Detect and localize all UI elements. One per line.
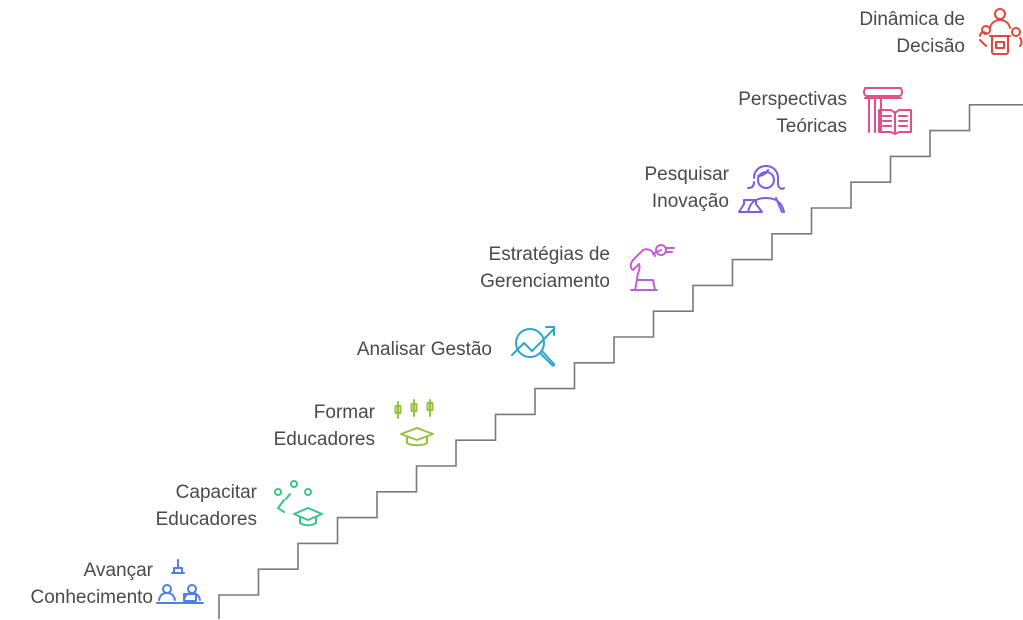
step-label-dinamica-decisao: Dinâmica de Decisão (859, 6, 965, 60)
step-label-line: Avançar (83, 560, 153, 581)
step-label-line: Inovação (651, 191, 729, 212)
step-label-line: Perspectivas (738, 89, 847, 110)
step-label-perspectivas-teoricas: Perspectivas Teóricas (738, 86, 847, 140)
researcher-laptop-icon (154, 556, 206, 608)
step-label-line: Educadores (155, 509, 257, 530)
scientist-flask-icon (738, 162, 792, 214)
step-label-estrategias-gerenciamento: Estratégias de Gerenciamento (480, 241, 610, 295)
step-label-capacitar-educadores: Capacitar Educadores (156, 479, 257, 533)
step-label-line: Educadores (273, 429, 375, 450)
graduation-cap-candles-icon (392, 398, 444, 450)
step-label-line: Pesquisar (644, 164, 730, 185)
team-decision-icon (976, 6, 1023, 58)
step-label-line: Analisar Gestão (356, 339, 492, 360)
step-label-line: Formar (313, 402, 375, 423)
step-label-pesquisar-inovacao: Pesquisar Inovação (645, 161, 730, 215)
step-label-line: Decisão (896, 36, 965, 57)
graduation-cap-network-icon (270, 478, 323, 530)
step-label-line: Capacitar (175, 482, 257, 503)
step-label-line: Conhecimento (30, 587, 153, 608)
magnifier-trend-icon (508, 319, 560, 371)
step-label-line: Estratégias de (488, 244, 610, 265)
step-label-formar-educadores: Formar Educadores (274, 399, 375, 453)
step-label-line: Dinâmica de (859, 9, 965, 30)
chess-knight-icon (625, 242, 677, 294)
step-label-line: Teóricas (776, 116, 847, 137)
step-label-analisar-gestao: Analisar Gestão (357, 336, 492, 363)
step-label-line: Gerenciamento (480, 271, 610, 292)
column-book-icon (861, 84, 913, 136)
step-label-avancar-conhecimento: Avançar Conhecimento (30, 557, 153, 611)
